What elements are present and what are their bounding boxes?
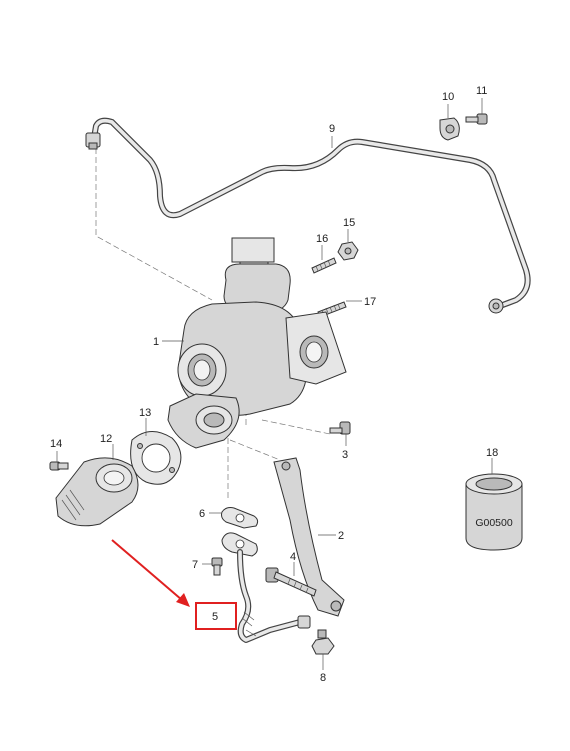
- pipe-end-fitting-left: [85, 132, 101, 150]
- oil-return-pipe[interactable]: [221, 532, 311, 643]
- line-bolt[interactable]: [211, 557, 223, 576]
- callout-10[interactable]: 10: [442, 91, 454, 103]
- callout-5[interactable]: 5: [212, 611, 218, 623]
- leader-lines: [56, 98, 493, 670]
- long-bolt[interactable]: [265, 567, 317, 597]
- connector-bolt[interactable]: [49, 461, 69, 471]
- flange-gasket[interactable]: [130, 431, 182, 485]
- callout-4[interactable]: 4: [290, 551, 296, 563]
- union-fitting[interactable]: [311, 629, 335, 655]
- callout-18[interactable]: 18: [486, 447, 498, 459]
- sealant-can-label: G00500: [475, 517, 513, 529]
- callout-6[interactable]: 6: [199, 508, 205, 520]
- callout-16[interactable]: 16: [316, 233, 328, 245]
- support-bracket[interactable]: [273, 457, 345, 617]
- callout-12[interactable]: 12: [100, 433, 112, 445]
- callout-13[interactable]: 13: [139, 407, 151, 419]
- callout-15[interactable]: 15: [343, 217, 355, 229]
- stud-upper[interactable]: [311, 257, 337, 274]
- bracket-bolt[interactable]: [329, 421, 351, 435]
- sealant-can[interactable]: G00500: [465, 473, 523, 551]
- intake-connector[interactable]: [55, 457, 139, 527]
- callout-3[interactable]: 3: [342, 449, 348, 461]
- callout-labels: 1 2 3 4 5 6 7 8 9 10 11 12 13 14 15 16 1…: [50, 85, 498, 684]
- turbocharger[interactable]: [167, 237, 347, 449]
- pipe-end-fitting-right: [488, 298, 504, 314]
- callout-8[interactable]: 8: [320, 672, 326, 684]
- oil-supply-pipe[interactable]: [85, 117, 531, 314]
- nut[interactable]: [337, 241, 359, 261]
- clamp-bolt[interactable]: [465, 113, 488, 125]
- callout-9[interactable]: 9: [329, 123, 335, 135]
- callout-7[interactable]: 7: [192, 559, 198, 571]
- callout-17[interactable]: 17: [364, 296, 376, 308]
- callout-2[interactable]: 2: [338, 530, 344, 542]
- highlight-arrow: [111, 539, 190, 607]
- callout-11[interactable]: 11: [476, 85, 487, 97]
- highlight-box: [195, 602, 237, 630]
- callout-1[interactable]: 1: [153, 336, 159, 348]
- pipe-clamp[interactable]: [439, 117, 460, 141]
- small-flange-gasket[interactable]: [221, 507, 259, 529]
- callout-14[interactable]: 14: [50, 438, 62, 450]
